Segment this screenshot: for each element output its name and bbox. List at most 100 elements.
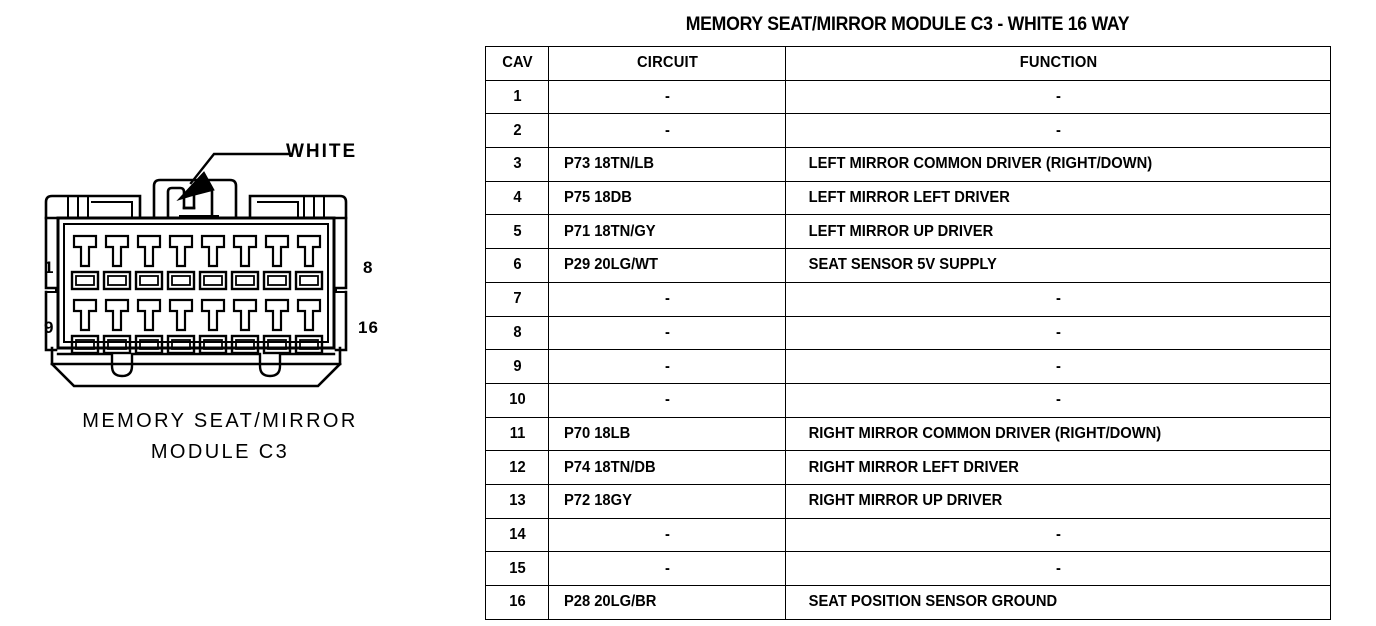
cavity-keyhole-6 bbox=[232, 234, 258, 268]
base-flange-notched-edge bbox=[56, 352, 336, 378]
flange-right-shoulder bbox=[248, 194, 348, 220]
cell-function: SEAT SENSOR 5V SUPPLY bbox=[798, 248, 1318, 283]
cell-function: - bbox=[798, 551, 1318, 586]
cell-function: RIGHT MIRROR UP DRIVER bbox=[798, 483, 1318, 519]
cell-circuit: - bbox=[553, 79, 781, 115]
column-header-cav: CAV bbox=[486, 46, 548, 81]
cell-cav: 14 bbox=[486, 517, 548, 553]
cavity-keyhole-12 bbox=[168, 298, 194, 332]
cell-cav: 3 bbox=[486, 147, 548, 182]
table-row: 15-- bbox=[486, 551, 1331, 586]
cell-cav: 11 bbox=[486, 416, 548, 452]
cavity-keyhole-10 bbox=[104, 298, 130, 332]
cavity-opening-inner-14 bbox=[235, 339, 255, 350]
cavity-opening-inner-15 bbox=[267, 339, 287, 350]
cavity-opening-inner-8 bbox=[299, 275, 319, 286]
cell-cav: 10 bbox=[486, 382, 548, 418]
cell-cav: 8 bbox=[486, 315, 548, 351]
cell-cav: 16 bbox=[486, 585, 548, 620]
base-chamfered-skirt bbox=[50, 362, 342, 388]
cell-circuit: P73 18TN/LB bbox=[553, 147, 781, 182]
pin-label-8: 8 bbox=[363, 258, 374, 277]
cell-cav: 13 bbox=[486, 483, 548, 519]
cavity-opening-inner-2 bbox=[107, 275, 127, 286]
cell-circuit: P75 18DB bbox=[553, 180, 781, 216]
side-rail-right-notch bbox=[335, 287, 347, 293]
cavity-opening-inner-11 bbox=[139, 339, 159, 350]
cell-circuit: P28 20LG/BR bbox=[553, 585, 781, 620]
cavity-opening-outer-12 bbox=[166, 334, 196, 355]
cell-cav: 9 bbox=[486, 349, 548, 384]
flange-right-ribs bbox=[303, 195, 325, 219]
cavity-opening-inner-4 bbox=[171, 275, 191, 286]
cavity-opening-outer-14 bbox=[230, 334, 260, 355]
cavity-keyhole-9 bbox=[72, 298, 98, 332]
cell-circuit: P70 18LB bbox=[553, 416, 781, 452]
cell-cav: 4 bbox=[486, 180, 548, 216]
cell-cav: 12 bbox=[486, 450, 548, 485]
cavity-opening-outer-8 bbox=[294, 270, 324, 291]
cell-cav: 6 bbox=[486, 248, 548, 283]
cavity-keyhole-15 bbox=[264, 298, 290, 332]
connector-diagram-panel: WHITE 1 8 9 16 MEMORY SEAT/MIRROR MODULE… bbox=[0, 0, 470, 626]
cavity-opening-outer-2 bbox=[102, 270, 132, 291]
cavity-opening-inner-6 bbox=[235, 275, 255, 286]
pin-label-16: 16 bbox=[358, 318, 379, 337]
flange-left-inner-step bbox=[91, 201, 133, 219]
cavity-opening-inner-3 bbox=[139, 275, 159, 286]
cell-function: LEFT MIRROR LEFT DRIVER bbox=[798, 180, 1318, 216]
cavity-opening-inner-1 bbox=[75, 275, 95, 286]
table-row: 8-- bbox=[486, 315, 1331, 351]
cell-circuit: P74 18TN/DB bbox=[553, 450, 781, 485]
cavity-keyhole-7 bbox=[264, 234, 290, 268]
cell-circuit: P71 18TN/GY bbox=[553, 214, 781, 250]
cell-circuit: - bbox=[553, 349, 781, 384]
connector-caption-line-2: MODULE C3 bbox=[150, 441, 290, 463]
cavity-keyhole-2 bbox=[104, 234, 130, 268]
cavity-keyhole-16 bbox=[296, 298, 322, 332]
cavity-opening-outer-16 bbox=[294, 334, 324, 355]
cell-function: RIGHT MIRROR COMMON DRIVER (RIGHT/DOWN) bbox=[798, 416, 1318, 452]
cell-function: RIGHT MIRROR LEFT DRIVER bbox=[798, 450, 1318, 485]
cavity-opening-inner-12 bbox=[171, 339, 191, 350]
cell-function: - bbox=[798, 349, 1318, 384]
cavity-opening-inner-13 bbox=[203, 339, 223, 350]
cavity-opening-outer-1 bbox=[70, 270, 100, 291]
cell-circuit: P29 20LG/WT bbox=[553, 248, 781, 283]
cavity-keyhole-8 bbox=[296, 234, 322, 268]
pinout-table-panel: MEMORY SEAT/MIRROR MODULE C3 - WHITE 16 … bbox=[485, 0, 1376, 626]
table-row: 9-- bbox=[486, 349, 1331, 384]
cavity-opening-inner-16 bbox=[299, 339, 319, 350]
table-header-row: CAV CIRCUIT FUNCTION bbox=[486, 46, 1331, 81]
cavity-opening-outer-13 bbox=[198, 334, 228, 355]
cavity-keyhole-4 bbox=[168, 234, 194, 268]
table-row: 2-- bbox=[486, 113, 1331, 149]
cavity-opening-outer-4 bbox=[166, 270, 196, 291]
cavity-keyhole-3 bbox=[136, 234, 162, 268]
connector-body-outline bbox=[56, 216, 336, 350]
cavity-opening-outer-6 bbox=[230, 270, 260, 291]
cavity-opening-inner-7 bbox=[267, 275, 287, 286]
side-rail-lower-right bbox=[334, 290, 348, 352]
cell-circuit: P72 18GY bbox=[553, 483, 781, 519]
cell-cav: 15 bbox=[486, 551, 548, 586]
side-rail-left-notch bbox=[45, 287, 57, 293]
latch-outer-shell bbox=[152, 178, 238, 220]
flange-right-inner-step bbox=[257, 201, 299, 219]
connector-color-label: WHITE bbox=[286, 141, 358, 162]
cell-function: LEFT MIRROR UP DRIVER bbox=[798, 214, 1318, 250]
cavity-keyhole-5 bbox=[200, 234, 226, 268]
cavity-keyhole-1 bbox=[72, 234, 98, 268]
pin-label-1: 1 bbox=[44, 258, 55, 277]
cell-function: - bbox=[798, 382, 1318, 418]
cavity-opening-outer-9 bbox=[70, 334, 100, 355]
cavity-opening-outer-10 bbox=[102, 334, 132, 355]
